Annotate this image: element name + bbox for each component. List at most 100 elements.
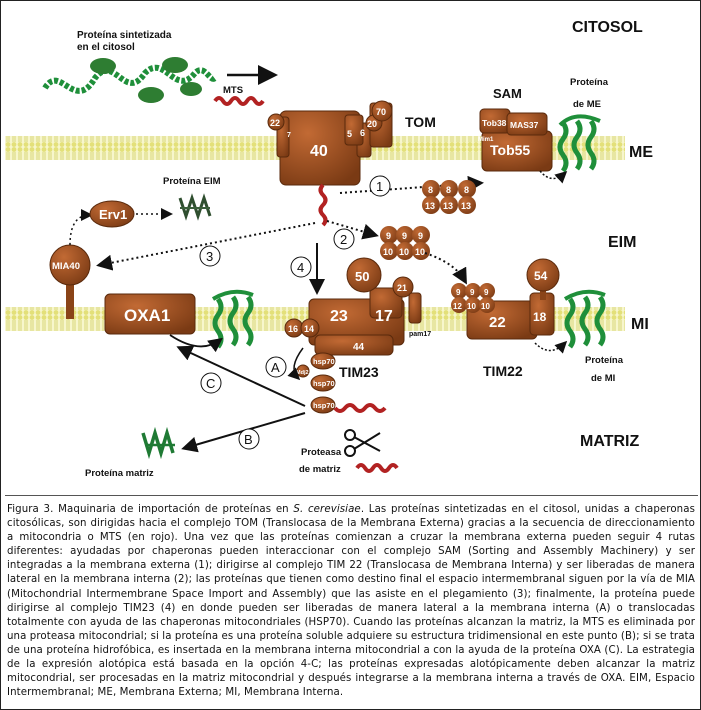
route-4-marker <box>290 256 312 278</box>
matrix-red-chain <box>333 403 387 413</box>
tom-sub-6: 6 <box>360 128 365 138</box>
chap2-9c: 9 <box>484 288 489 297</box>
route-3-marker <box>199 245 221 267</box>
tob55-label: Tob55 <box>490 142 530 158</box>
sam-complex: Tob38 MAS37 Mim1 Tob55 <box>478 108 553 172</box>
mia40-to-erv1-arrow <box>69 209 93 246</box>
mi-protein-helices <box>563 289 606 349</box>
tim23-sub-17: 17 <box>375 308 393 325</box>
region-mi: MI <box>631 316 649 333</box>
figure-caption: Figura 3. Maquinaria de importación de p… <box>7 503 695 700</box>
chap-8b: 8 <box>446 185 451 195</box>
tom-translocating-chain <box>318 183 328 227</box>
chap2-9b: 9 <box>470 288 475 297</box>
tim23-sub-16: 16 <box>288 324 298 334</box>
tim23-label: TIM23 <box>339 364 379 380</box>
tom-label: TOM <box>405 114 436 130</box>
tom-sub-5: 5 <box>347 129 352 139</box>
chap-10c: 10 <box>415 247 425 257</box>
tom-sub-70: 70 <box>376 107 386 117</box>
eim-protein-label: Proteína EIM <box>163 176 221 187</box>
route-3-arrow <box>96 222 316 271</box>
chap2-10b: 10 <box>481 302 490 311</box>
route-c-letter: C <box>206 376 215 391</box>
region-citosol: CITOSOL <box>572 19 643 36</box>
route-1-marker <box>369 175 391 197</box>
route-a-marker <box>265 356 287 378</box>
sam-to-me-arrow <box>539 170 568 184</box>
oxa1-label: OXA1 <box>124 306 170 325</box>
region-me: ME <box>629 144 653 161</box>
hsp70-1: hsp70 <box>313 357 335 366</box>
route-2-arrow <box>326 220 379 240</box>
route-4-number: 4 <box>297 260 304 275</box>
tom-complex: 22 7 40 5 6 20 70 <box>267 100 393 186</box>
mas37-label: MAS37 <box>510 120 539 130</box>
route-2-marker <box>333 228 355 250</box>
tim23-sub-44: 44 <box>353 342 365 353</box>
tim22-to-mi-arrow <box>534 340 568 354</box>
matrix-protein-label: Proteína matriz <box>85 468 154 479</box>
chap-9b: 9 <box>402 231 407 241</box>
pam17-label: pam17 <box>409 331 431 338</box>
route-a-arrow <box>287 347 304 381</box>
caption-species: S. cerevisiae <box>293 504 361 515</box>
tim22-sub-22: 22 <box>489 314 506 331</box>
route-1-number: 1 <box>376 179 383 194</box>
caption-text: . Las proteínas sintetizadas en el citos… <box>7 504 695 699</box>
mi-protein-label: Proteína de MI <box>585 355 626 384</box>
mts-helix <box>213 96 265 106</box>
route-c-arrow <box>176 345 306 407</box>
hsp70-3: hsp70 <box>313 401 335 410</box>
chap-13b: 13 <box>443 201 453 211</box>
hsp70-chain: hsp70 hsp70 hsp70 Mdj2 <box>296 352 336 414</box>
route-a-letter: A <box>271 360 280 375</box>
route-b-letter: B <box>244 432 253 447</box>
erv1-label: Erv1 <box>99 207 127 222</box>
erv1 <box>89 200 135 228</box>
tom-sub-7: 7 <box>287 132 291 139</box>
chaperones-8-13: 8 8 8 13 13 13 <box>422 180 476 214</box>
tim22-label: TIM22 <box>483 363 523 379</box>
region-matriz: MATRIZ <box>580 433 639 450</box>
cytosol-protein-label: Proteína sintetizada en el citosol <box>77 30 174 53</box>
chap-13c: 13 <box>461 201 471 211</box>
protease-label: Proteasa de matriz <box>299 447 344 475</box>
oxa1-insertion-arrow <box>169 334 223 353</box>
route-c-marker <box>200 372 222 394</box>
tom-sub-22: 22 <box>270 118 280 128</box>
tim23-sub-23: 23 <box>330 308 348 325</box>
caption-figure-label: Figura 3. <box>7 504 54 515</box>
caption-divider <box>5 495 698 496</box>
tim23-sub-50: 50 <box>355 269 369 284</box>
chaperones-9-10-eim: 9 9 9 10 10 10 <box>380 226 430 260</box>
tom-sub-40: 40 <box>310 143 328 160</box>
caption-title: Maquinaria de importación de proteínas e… <box>53 504 294 515</box>
scissors-icon <box>344 429 381 457</box>
chap-13a: 13 <box>425 201 435 211</box>
tim23-sub-21: 21 <box>397 283 407 293</box>
chap-10b: 10 <box>399 247 409 257</box>
tim22-sub-54: 54 <box>534 269 548 283</box>
mdj2-label: Mdj2 <box>296 370 309 376</box>
cleaved-mts-helix <box>355 463 399 473</box>
mim1-label: Mim1 <box>478 137 494 143</box>
route-3-number: 3 <box>206 249 213 264</box>
tim22-sub-18: 18 <box>533 310 547 324</box>
chaperones-9-10-tim22: 9 9 9 12 10 10 <box>451 283 495 313</box>
sam-label: SAM <box>493 86 522 101</box>
matrix-protein-folded <box>141 426 175 460</box>
chap-8a: 8 <box>428 185 433 195</box>
oxa1: OXA1 <box>104 293 196 335</box>
hsp70-2: hsp70 <box>313 379 335 388</box>
route-2-number: 2 <box>340 232 347 247</box>
chap2-9a: 9 <box>456 288 461 297</box>
chap-9c: 9 <box>418 231 423 241</box>
chap-8c: 8 <box>464 185 469 195</box>
chap-9a: 9 <box>386 231 391 241</box>
tim23-sub-14: 14 <box>304 324 314 334</box>
route-b-marker <box>238 428 260 450</box>
protein-import-diagram: CITOSOL ME EIM MI MATRIZ Proteína sintet… <box>5 19 653 479</box>
tob38-label: Tob38 <box>482 118 507 128</box>
